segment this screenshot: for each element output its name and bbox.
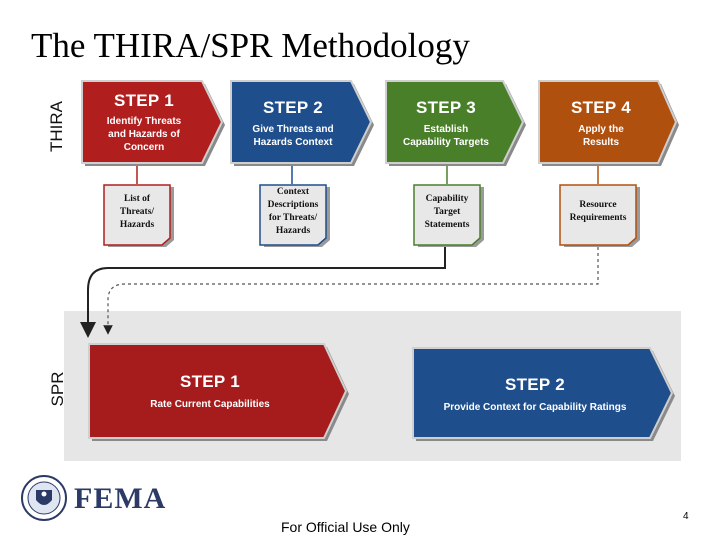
spr-step-2-shape [412, 347, 675, 441]
thira-step-4-text: STEP 4 Apply the Results [542, 98, 660, 149]
thira-step-1-line-1: Identify Threats [106, 116, 182, 127]
output-doc-2 [259, 184, 330, 247]
output-3-text: Capability Target Statements [414, 193, 480, 232]
dhs-seal-icon [21, 475, 67, 521]
output-2-line-3: for Threats/ [268, 213, 318, 223]
thira-step-2-shape [230, 80, 374, 166]
spr-step-2-title: STEP 2 [504, 375, 566, 394]
thira-step-4-line-2: Results [582, 137, 620, 148]
thira-step-2-title: STEP 2 [262, 98, 324, 117]
fema-logo-text: FEMA [74, 482, 167, 515]
thira-step-4-line-1: Apply the [578, 124, 624, 135]
page-title: The THIRA/SPR Methodology [31, 26, 470, 65]
output-2-line-4: Hazards [275, 226, 311, 236]
output-2-line-2: Descriptions [267, 200, 319, 210]
thira-step-1-shape [81, 80, 225, 166]
output-1-line-1: List of [123, 194, 151, 204]
output-3-line-1: Capability [425, 194, 469, 204]
thira-step-3-line-2: Capability Targets [403, 137, 489, 148]
output-4-text: Resource Requirements [560, 199, 636, 225]
spr-step-2-sub: Provide Context for Capability Ratings [443, 402, 627, 413]
thira-step-1-line-3: Concern [123, 142, 165, 153]
footer-classification: For Official Use Only [281, 519, 410, 535]
thira-step-3-line-1: Establish [423, 124, 469, 135]
thira-step-3-title: STEP 3 [415, 98, 477, 117]
thira-step-4-shape [538, 80, 679, 166]
thira-step-2-line-1: Give Threats and [252, 124, 334, 135]
output-doc-4 [559, 184, 640, 247]
spr-step-2-text: STEP 2 Provide Context for Capability Ra… [420, 375, 650, 414]
output-doc-3 [413, 184, 484, 247]
spr-step-1-title: STEP 1 [179, 372, 241, 391]
thira-step-2-text: STEP 2 Give Threats and Hazards Context [234, 98, 352, 149]
spr-step-1-text: STEP 1 Rate Current Capabilities [110, 372, 310, 411]
output-1-line-2: Threats/ [119, 207, 155, 217]
thira-step-4-title: STEP 4 [570, 98, 632, 117]
thira-step-3-shape [385, 80, 526, 166]
output-1-line-3: Hazards [119, 220, 155, 230]
thira-step-1-line-2: and Hazards of [108, 129, 180, 140]
thira-step-3-text: STEP 3 Establish Capability Targets [388, 98, 504, 149]
spr-step-1-sub: Rate Current Capabilities [150, 399, 270, 410]
thira-step-1-text: STEP 1 Identify Threats and Hazards of C… [86, 91, 202, 154]
page-number: 4 [683, 511, 689, 522]
output-4-line-2: Requirements [569, 213, 627, 223]
thira-step-2-line-2: Hazards Context [253, 137, 333, 148]
output-doc-1 [103, 184, 174, 247]
output-2-line-1: Context [276, 187, 310, 197]
flow-arrow-dashed [103, 247, 599, 335]
output-2-text: Context Descriptions for Threats/ Hazard… [258, 186, 328, 238]
output-3-line-3: Statements [424, 220, 470, 230]
output-4-line-1: Resource [579, 200, 617, 210]
flow-arrow-solid [80, 247, 446, 338]
output-1-text: List of Threats/ Hazards [104, 193, 170, 232]
output-3-line-2: Target [433, 207, 461, 217]
spr-step-1-shape [88, 343, 349, 441]
thira-step-1-title: STEP 1 [113, 91, 175, 110]
